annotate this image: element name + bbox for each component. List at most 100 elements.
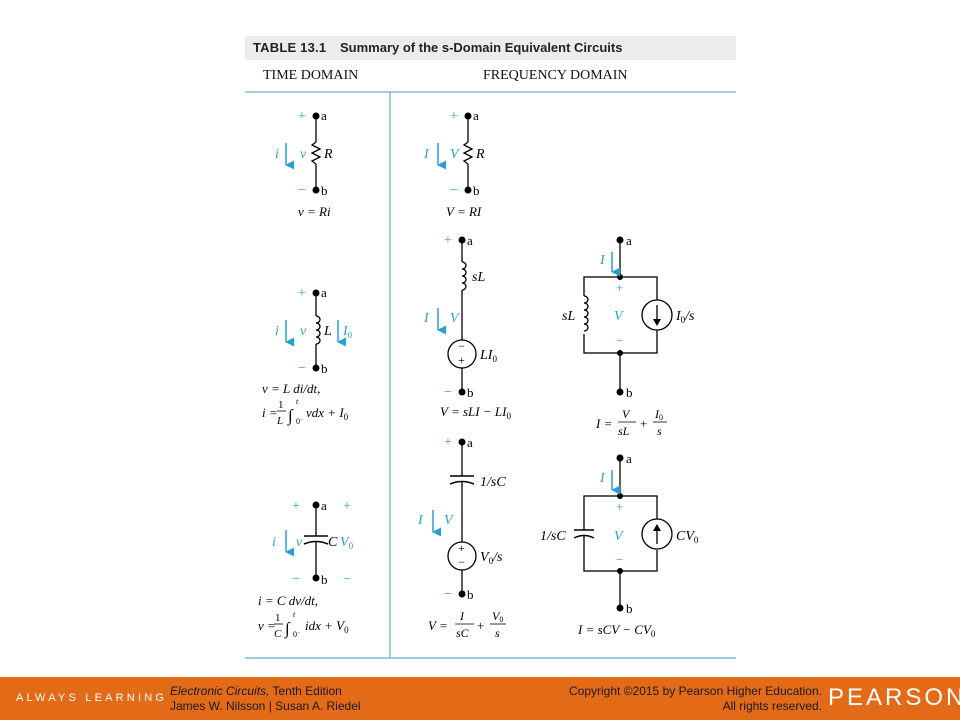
svg-text:i: i [272,535,276,550]
svg-text:b: b [626,385,633,400]
svg-text:I: I [599,253,606,268]
svg-text:b: b [321,361,328,376]
footer-authors: James W. Nilsson | Susan A. Riedel [170,699,361,713]
svg-text:I: I [459,609,465,623]
svg-text:−: − [444,587,452,602]
svg-text:a: a [626,233,632,248]
svg-text:a: a [467,435,473,450]
label-R: R [323,147,333,162]
svg-text:−: − [458,555,465,569]
table-number: TABLE 13.1 [253,40,327,55]
svg-text:I0: I0 [342,324,353,340]
svg-text:a: a [321,498,327,513]
svg-text:R: R [475,147,485,162]
svg-text:sL: sL [472,270,485,285]
svg-text:+: + [292,499,300,514]
svg-text:I: I [423,147,430,162]
svg-text:s: s [495,626,500,640]
svg-text:+: + [616,280,623,295]
svg-text:b: b [473,183,480,198]
table-title: Summary of the s-Domain Equivalent Circu… [340,40,623,55]
svg-text:+: + [640,416,647,431]
svg-text:+: + [444,435,452,450]
svg-text:∫: ∫ [287,406,294,426]
plus-sign: + [298,109,306,124]
footer-bar [0,677,960,720]
svg-text:+: + [477,618,484,633]
svg-text:V: V [614,309,624,324]
svg-text:v: v [300,324,307,339]
svg-text:+: + [458,541,465,555]
svg-text:−: − [444,385,452,400]
pearson-logo: PEARSON [828,684,960,711]
capacitor-freq-series-circuit: + − + a 1/sC I V V0/s − b V = I sC + V0 … [417,435,506,640]
capacitor-plate-curved [303,540,329,545]
svg-text:V0/s: V0/s [480,550,503,566]
footer-copyright-line1: Copyright ©2015 by Pearson Higher Educat… [569,684,822,698]
svg-text:I = sCV − CV0: I = sCV − CV0 [577,622,656,639]
svg-text:I: I [417,513,424,528]
minus-sign: − [298,183,306,198]
resistor-freq-circuit: + a I V R − b V = RI [423,108,485,219]
svg-text:1: 1 [275,612,281,624]
svg-text:v = L di/dt,: v = L di/dt, [262,381,320,396]
svg-text:sC: sC [456,626,470,640]
svg-text:a: a [626,451,632,466]
footer-book-info: Electronic Circuits, Tenth Edition James… [170,684,361,714]
terminal-b-dot [312,186,320,194]
svg-text:∫: ∫ [284,619,291,639]
svg-text:I: I [423,311,430,326]
svg-text:V: V [450,311,460,326]
svg-text:V: V [622,407,631,421]
inductor-freq-series-circuit: − + + a sL I V LI0 − b V = sLI − LI0 [423,233,511,421]
svg-text:t: t [296,397,299,406]
circuit-table-diagram: + a i v R − b v = Ri + a I V R − b V = R… [245,91,736,659]
svg-text:i = C dv/dt,: i = C dv/dt, [258,593,318,608]
svg-text:vdx + I0: vdx + I0 [306,405,349,422]
svg-text:0−: 0− [296,417,304,426]
svg-text:CV0: CV0 [676,529,699,545]
capacitor-freq-parallel-circuit: I a + 1/sC V − CV0 b I = sCV − CV0 [540,451,699,639]
inductor-time-circuit: + a i v L I0 − b v = L di/dt, i = 1 L ∫ … [262,285,353,427]
label-a: a [321,108,327,123]
svg-text:idx + V0: idx + V0 [305,618,349,635]
svg-text:+: + [458,353,465,367]
svg-text:I: I [599,471,606,486]
footer-book-title: Electronic Circuits, [170,684,270,698]
svg-text:L: L [276,415,283,427]
svg-text:+: + [343,499,351,514]
equation-v-ri: v = Ri [298,204,331,219]
svg-text:I0/s: I0/s [675,309,695,325]
capacitor-time-circuit: + a + i v C V0 − b − i = C dv/dt, v = 1 … [258,498,354,640]
svg-text:−: − [343,572,351,587]
svg-text:V = sLI − LI0: V = sLI − LI0 [440,404,511,421]
svg-text:i: i [275,324,279,339]
svg-text:V =: V = [428,618,448,633]
svg-text:sL: sL [618,424,630,438]
resistor-symbol [462,141,474,165]
svg-text:s: s [657,424,662,438]
resistor-time-circuit: + a i v R − b v = Ri [275,108,333,219]
equation-V-RI: V = RI [446,204,482,219]
svg-text:1/sC: 1/sC [480,475,506,490]
svg-text:v =: v = [258,618,276,633]
footer-copyright-line2: All rights reserved. [722,699,822,713]
svg-text:b: b [626,601,633,616]
svg-text:1: 1 [278,399,284,411]
svg-text:−: − [458,339,465,353]
svg-text:−: − [292,572,300,587]
svg-text:V0: V0 [340,535,354,551]
svg-text:i =: i = [262,405,278,420]
svg-text:L: L [323,324,332,339]
svg-text:b: b [467,385,474,400]
label-b: b [321,183,328,198]
svg-text:b: b [467,587,474,602]
svg-text:LI0: LI0 [479,348,497,364]
table-header-bar [245,36,736,60]
resistor-symbol [310,141,322,165]
svg-text:+: + [444,233,452,248]
svg-text:b: b [321,572,328,587]
svg-text:−: − [450,183,458,198]
svg-text:−: − [616,552,623,567]
svg-text:0−: 0− [293,630,301,639]
